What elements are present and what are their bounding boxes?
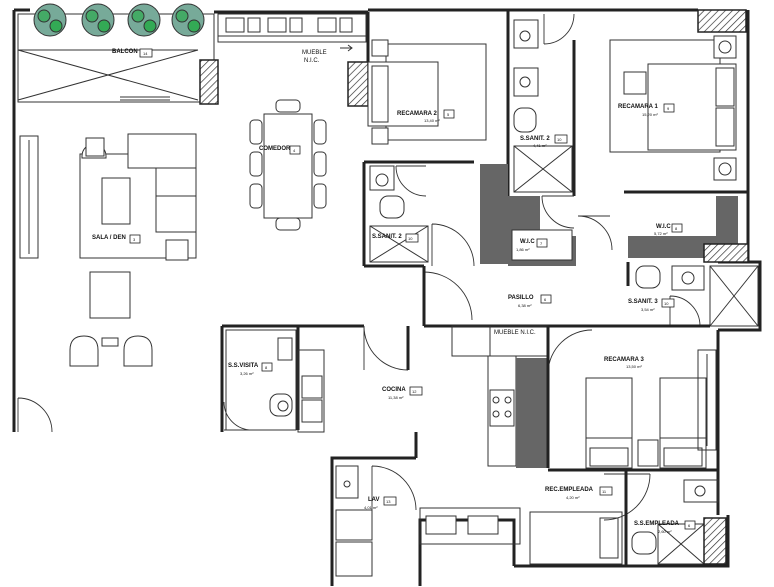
bathroom-center <box>506 10 576 196</box>
room-name-recamara2: RECAMARA 2 <box>397 111 437 117</box>
bedroom-1 <box>609 9 748 194</box>
room-name-recamara1: RECAMARA 1 <box>618 104 658 110</box>
room-name-ssvisita: S.S.VISITA <box>228 363 259 369</box>
plant-icon <box>81 3 115 37</box>
room-area-ssvisita: 3,26 m² <box>240 371 254 376</box>
svg-text:10: 10 <box>664 301 669 306</box>
svg-text:14: 14 <box>143 51 148 56</box>
svg-text:3: 3 <box>133 237 136 242</box>
bedroom-2 <box>347 39 487 268</box>
bathroom-3 <box>626 262 759 328</box>
room-area-cocina: 11,38 m² <box>388 395 404 400</box>
room-area-ssanit2: 4,41 m² <box>533 143 547 148</box>
room-area-wic1: 1,86 m² <box>516 247 530 252</box>
room-name-ssanit2b: S.SANIT. 2 <box>372 234 402 240</box>
room-area-lav: 4,01 m² <box>364 505 378 510</box>
svg-text:10: 10 <box>408 236 413 241</box>
bedroom-3 <box>546 324 718 472</box>
guest-bathroom <box>223 329 297 431</box>
room-name-ssanit2: S.SANIT. 2 <box>520 136 550 142</box>
arrow-right-icon <box>340 44 353 52</box>
room-name-sala: SALA / DEN <box>92 235 126 241</box>
room-area-recempleada: 4,20 m² <box>566 495 580 500</box>
room-labels: BALCON 14 RECAMARA 2 5 13,40 m² S.SANIT.… <box>92 48 696 534</box>
room-name-ssempleada: S.S.EMPLEADA <box>634 521 680 527</box>
dining-table <box>249 99 327 231</box>
room-area-ssanit3: 3,54 m² <box>641 307 655 312</box>
svg-text:7: 7 <box>540 241 543 246</box>
room-name-wic1: W.I.C <box>520 239 535 245</box>
mueble-label-top-2: N.I.C. <box>304 58 320 64</box>
laundry <box>335 465 417 577</box>
svg-text:8: 8 <box>675 226 678 231</box>
living-room-furniture <box>19 133 197 367</box>
kitchen <box>296 324 548 468</box>
svg-text:8: 8 <box>265 365 268 370</box>
svg-text:6: 6 <box>544 297 547 302</box>
plant-icon <box>127 3 161 37</box>
room-area-recamara1: 15,20 m² <box>642 112 658 117</box>
room-name-comedor: COMEDOR <box>259 146 291 152</box>
svg-text:13: 13 <box>386 499 391 504</box>
room-name-lav: LAV <box>368 497 380 503</box>
svg-text:10: 10 <box>557 137 562 142</box>
bathroom-2 <box>369 165 429 263</box>
room-name-wic2: W.I.C <box>656 224 671 230</box>
svg-text:11: 11 <box>602 489 607 494</box>
maid-room <box>419 470 651 566</box>
entry-door-arc <box>17 397 53 433</box>
room-name-recempleada: REC.EMPLEADA <box>545 487 594 493</box>
svg-text:4: 4 <box>293 148 296 153</box>
mueble-label-top: MUEBLE <box>302 50 327 56</box>
maid-bathroom <box>631 479 727 565</box>
mueble-label-mid: MUEBLE N.I.C. <box>494 330 536 336</box>
room-area-ssempleada: 2,60 m² <box>658 529 672 534</box>
svg-text:5: 5 <box>447 112 450 117</box>
room-area-pasillo: 6,38 m² <box>518 303 532 308</box>
walk-in-closet-2 <box>577 196 749 263</box>
room-name-balcon: BALCON <box>112 49 138 55</box>
room-name-recamara3: RECAMARA 3 <box>604 357 644 363</box>
plant-icon <box>171 3 205 37</box>
svg-text:12: 12 <box>412 389 417 394</box>
balcony <box>17 3 219 105</box>
room-area-recamara2: 13,40 m² <box>424 118 440 123</box>
svg-text:6: 6 <box>688 523 691 528</box>
room-name-ssanit3: S.SANIT. 3 <box>628 299 658 305</box>
svg-text:9: 9 <box>667 106 670 111</box>
room-area-wic2: 5,72 m² <box>654 231 668 236</box>
top-cabinet <box>217 13 367 43</box>
exterior-walls <box>12 8 762 586</box>
room-area-recamara3: 13,50 m² <box>626 364 642 369</box>
room-name-pasillo: PASILLO <box>508 295 534 301</box>
plant-icon <box>33 3 67 37</box>
room-name-cocina: COCINA <box>382 387 406 393</box>
